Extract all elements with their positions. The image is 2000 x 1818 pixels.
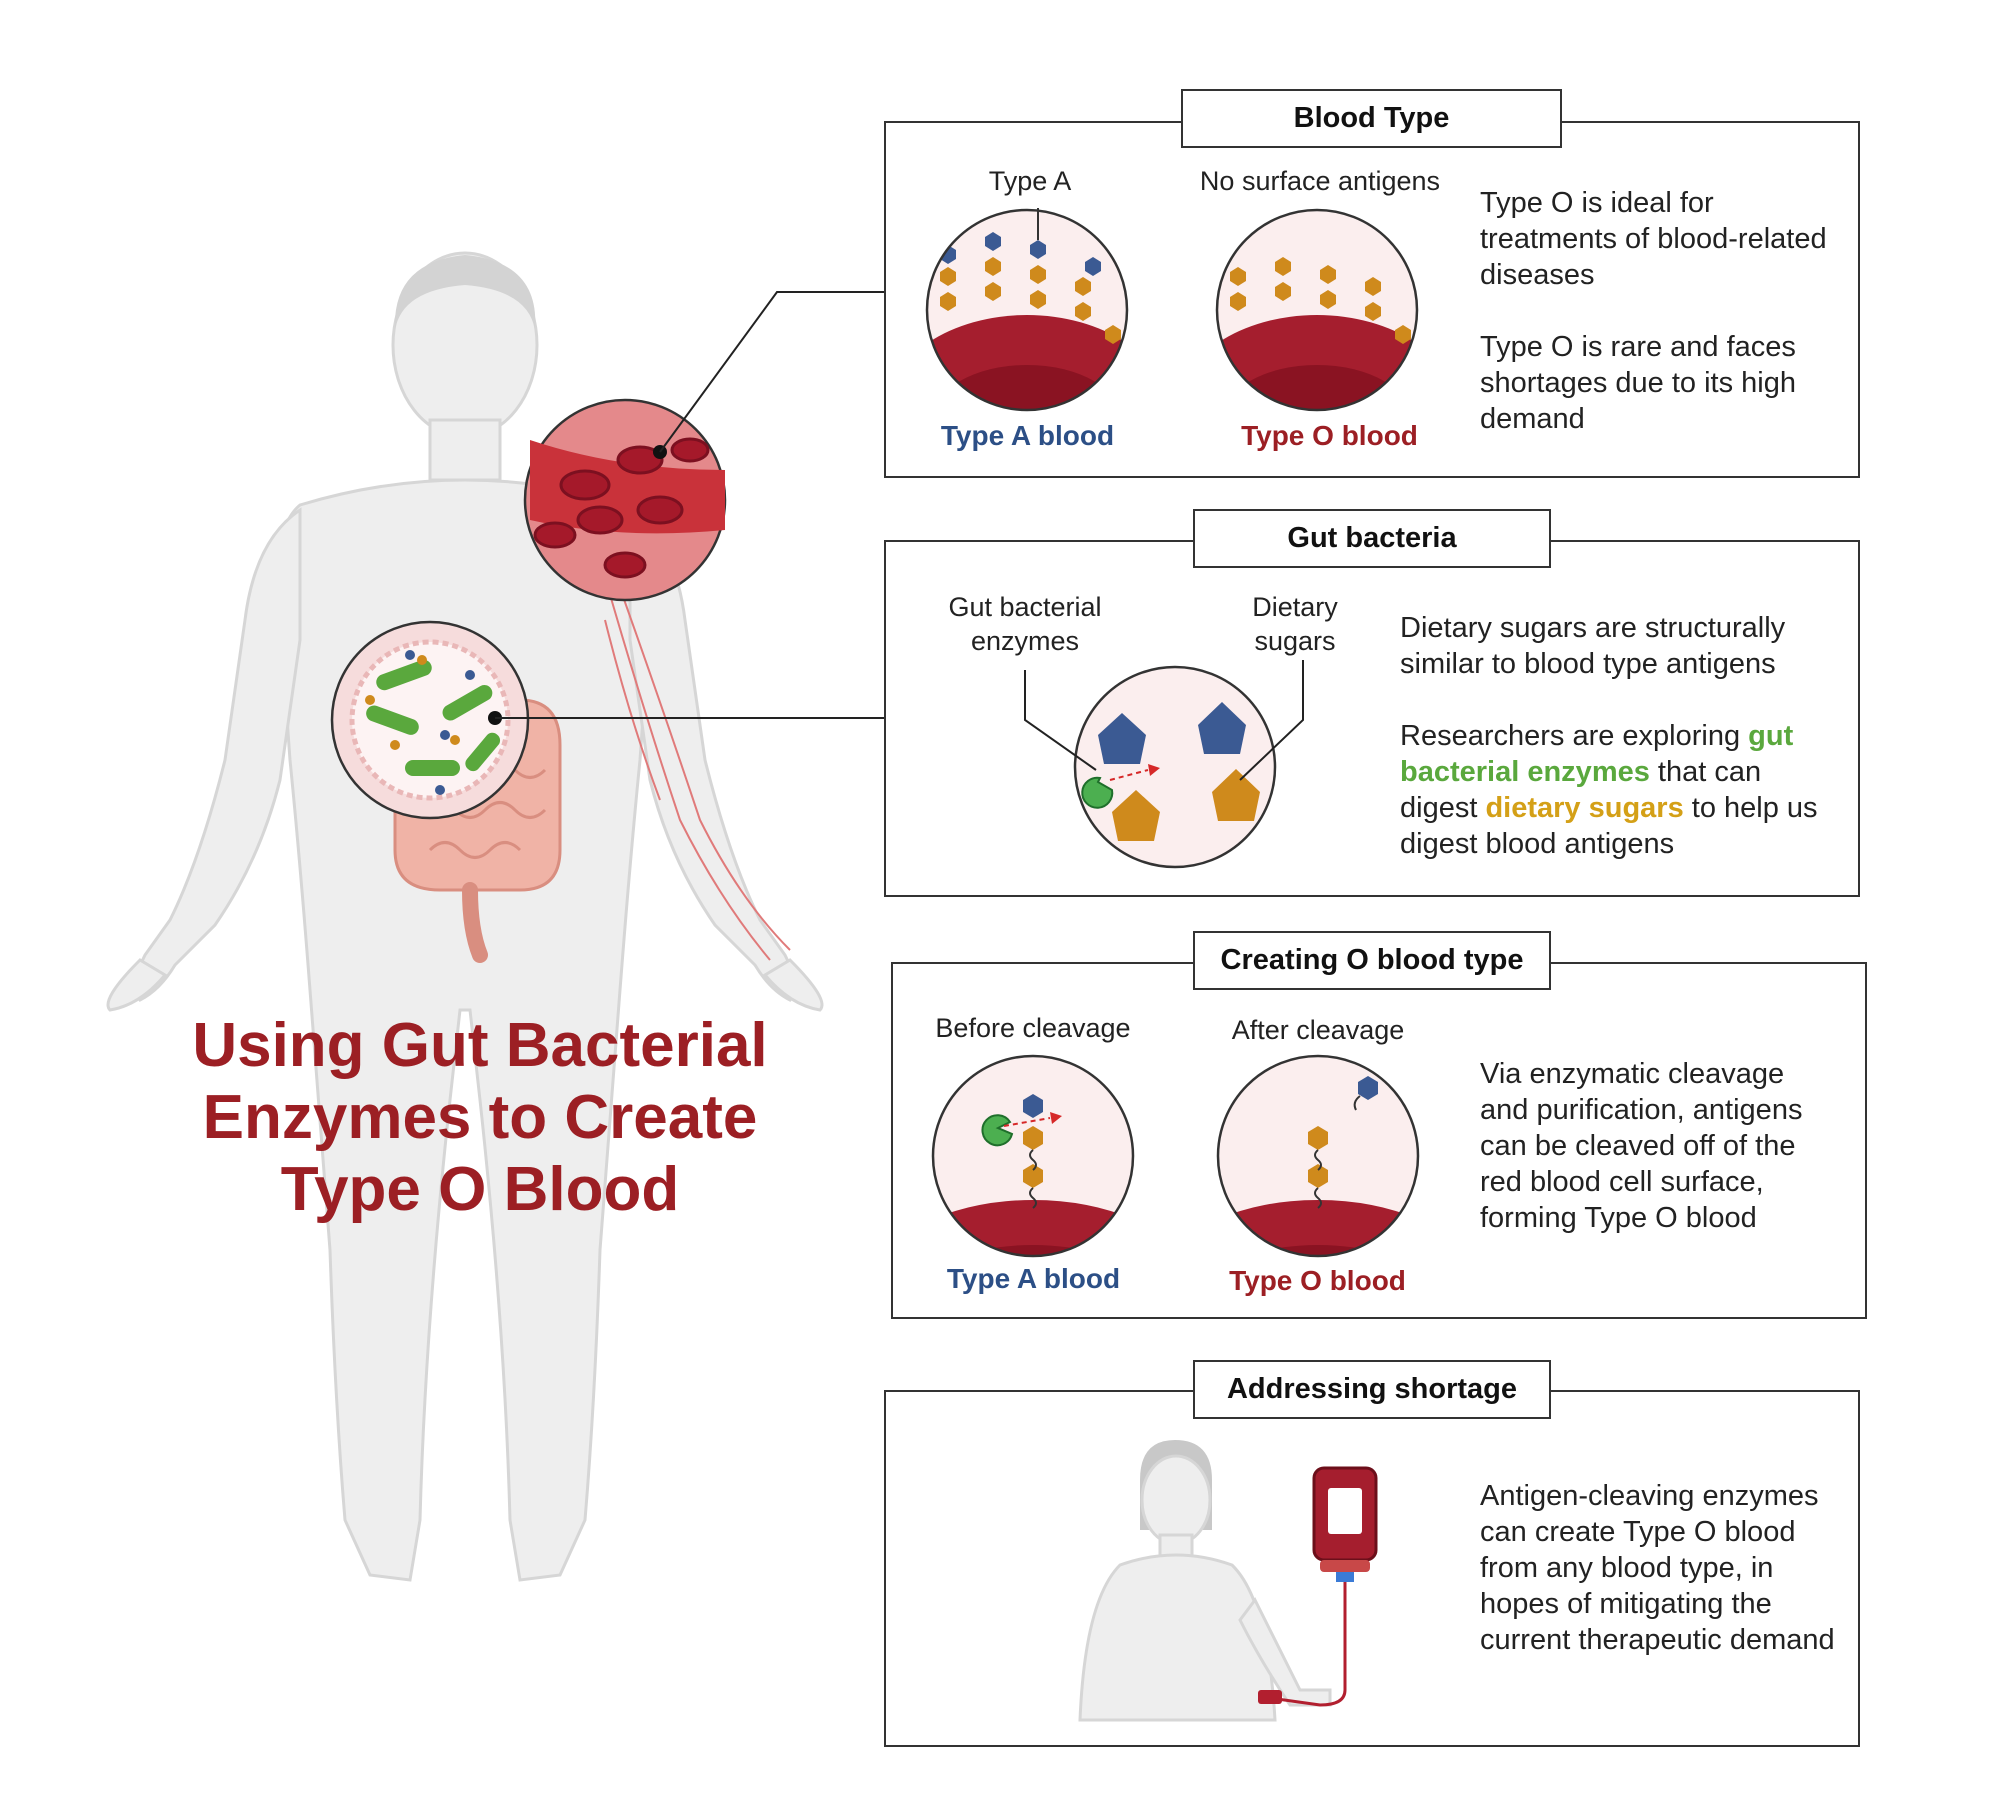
type-o-blood-caption: Type O blood bbox=[1241, 420, 1418, 451]
gut-bacterial-enzymes-label: Gut bacterial enzymes bbox=[948, 592, 1102, 656]
blood-type-text-2: Type O is rare and faces shortages due t… bbox=[1480, 331, 1796, 435]
after-cleavage-label: After cleavage bbox=[1231, 1015, 1405, 1045]
main-title: Using Gut Bacterial Enzymes to Create Ty… bbox=[192, 1011, 768, 1224]
type-a-label: Type A bbox=[988, 166, 1072, 196]
gut-zoom bbox=[330, 620, 530, 820]
gut-bacteria-text-1: Dietary sugars are structurally similar … bbox=[1400, 612, 1786, 680]
gut-text-2-end: to help us digest blood antigens bbox=[1400, 792, 1818, 860]
no-surface-antigens-label: No surface antigens bbox=[1199, 166, 1441, 196]
gut-text-2-green: gut bacterial enzymes bbox=[1400, 720, 1794, 788]
gut-bacteria-title: Gut bacteria bbox=[1193, 509, 1551, 568]
addressing-title: Addressing shortage bbox=[1193, 1360, 1551, 1419]
gut-text-2-gold: dietary sugars bbox=[1485, 792, 1684, 824]
arm-blood-vessels bbox=[599, 559, 791, 961]
before-cleavage-label: Before cleavage bbox=[935, 1013, 1131, 1043]
creating-type-o-caption: Type O blood bbox=[1229, 1265, 1406, 1296]
connector-lines bbox=[495, 291, 888, 719]
addressing-text: Antigen-cleaving enzymes can create Type… bbox=[1480, 1480, 1835, 1656]
addressing-panel bbox=[884, 1390, 1860, 1747]
gut-bacteria-text-2: Researchers are exploring gut bacterial … bbox=[1400, 718, 1840, 862]
creating-type-a-caption: Type A blood bbox=[946, 1263, 1121, 1294]
blood-type-text: Type O is ideal for treatments of blood-… bbox=[1480, 185, 1835, 437]
blood-vessel-zoom bbox=[523, 398, 727, 602]
gut-text-2-mid: that can digest bbox=[1400, 756, 1762, 824]
gut-bacteria-text: Dietary sugars are structurally similar … bbox=[1400, 610, 1840, 862]
type-a-blood-caption: Type A blood bbox=[940, 420, 1115, 451]
dietary-sugars-label: Dietary sugars bbox=[1252, 592, 1338, 656]
gut-text-2-start: Researchers are exploring bbox=[1400, 720, 1749, 752]
blood-type-title: Blood Type bbox=[1181, 89, 1562, 148]
blood-type-text-1: Type O is ideal for treatments of blood-… bbox=[1480, 187, 1827, 291]
creating-o-title: Creating O blood type bbox=[1193, 931, 1551, 990]
creating-o-text: Via enzymatic cleavage and purification,… bbox=[1480, 1058, 1803, 1234]
